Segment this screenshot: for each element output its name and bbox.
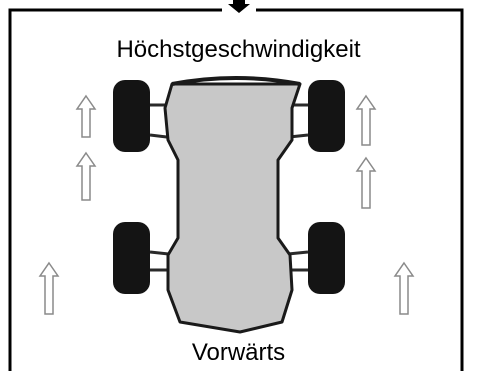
- frame-top-right: [256, 8, 464, 371]
- car-body-icon: [163, 82, 302, 334]
- up-arrow-right-lower-icon: [393, 261, 415, 315]
- top-speed-label: Höchstgeschwindigkeit: [116, 36, 361, 63]
- up-arrow-left-middle-icon: [75, 151, 97, 201]
- wheel-front-right-icon: [308, 80, 345, 152]
- frame-top-left: [8, 8, 222, 371]
- forward-label: Vorwärts: [191, 339, 286, 366]
- car-nose: [171, 76, 301, 86]
- wheel-rear-left-icon: [113, 222, 150, 294]
- wheel-rear-right-icon: [308, 222, 345, 294]
- up-arrow-right-upper-icon: [355, 94, 377, 146]
- down-arrow-icon: [228, 0, 250, 13]
- up-arrow-right-middle-icon: [355, 156, 377, 209]
- wheels: [113, 80, 345, 294]
- arrows: [38, 94, 415, 315]
- up-arrow-left-lower-icon: [38, 261, 60, 315]
- wheel-front-left-icon: [113, 80, 150, 152]
- up-arrow-left-upper-icon: [75, 94, 97, 138]
- frame: [8, 8, 464, 371]
